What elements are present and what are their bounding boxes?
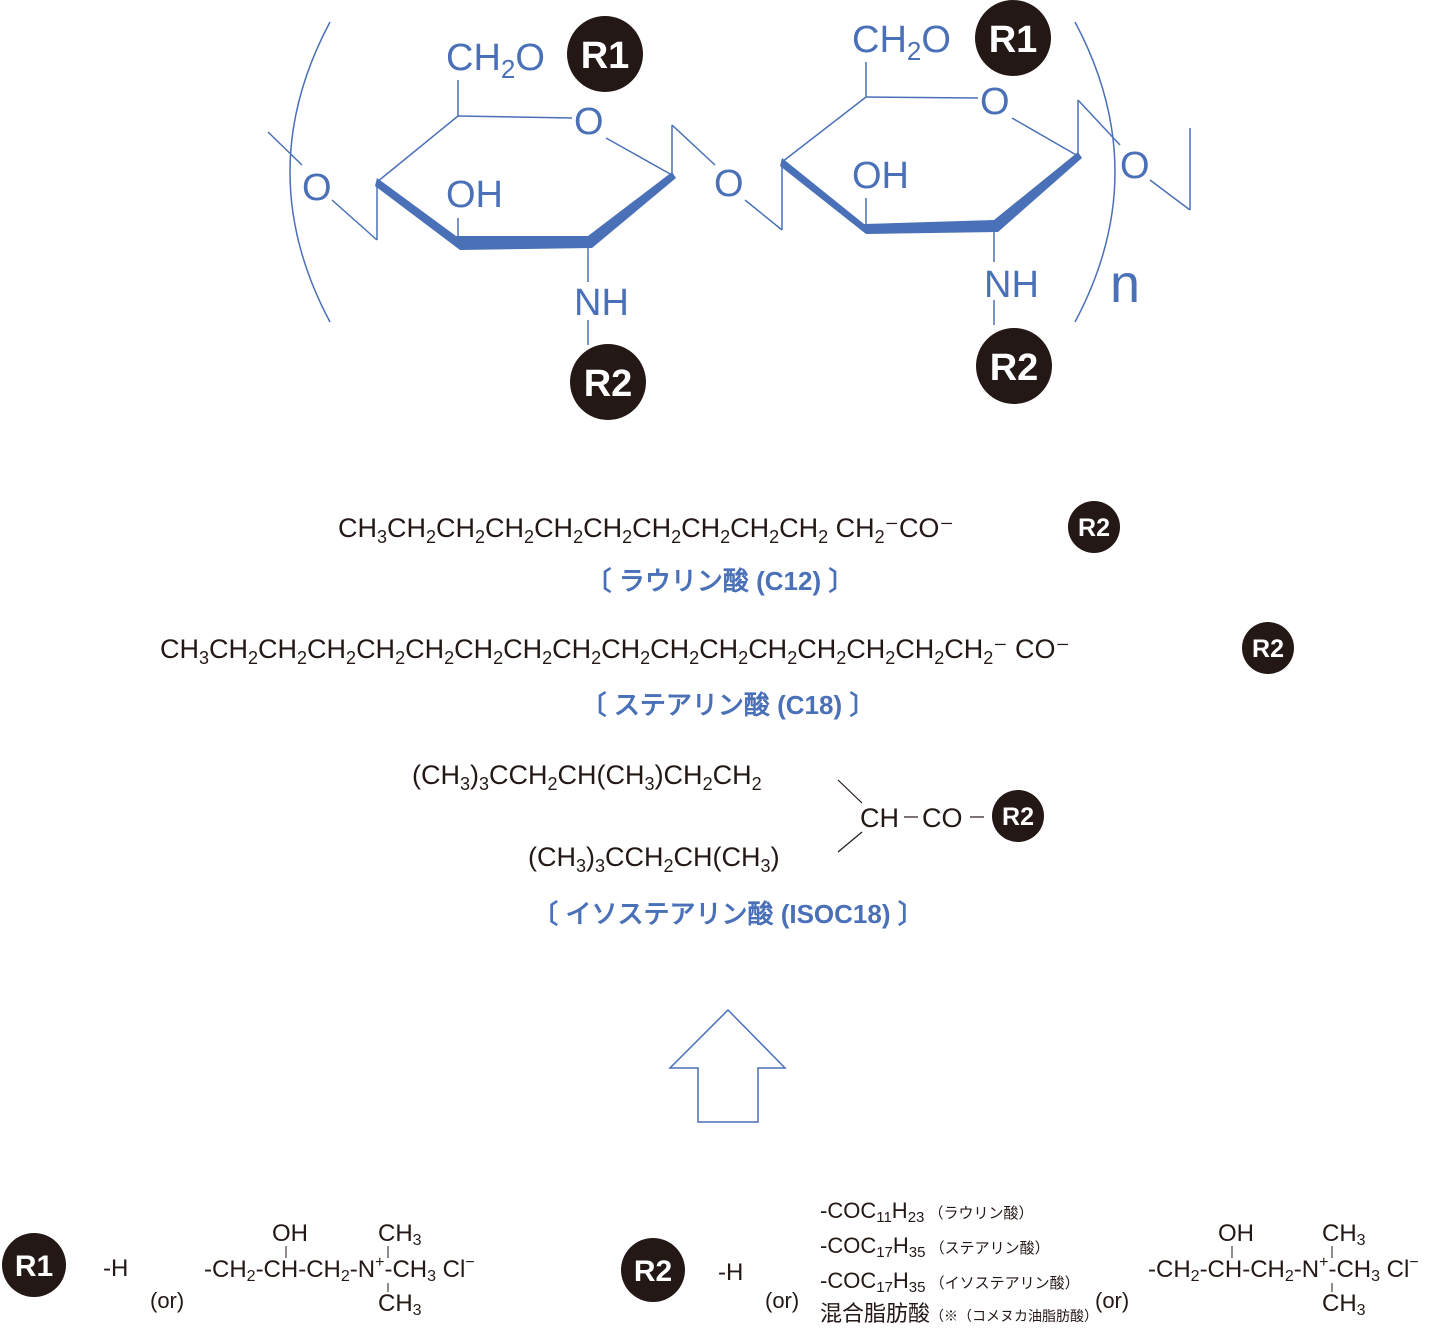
left-amine: NH	[574, 282, 629, 324]
left-parenthesis	[289, 21, 331, 323]
right-parenthesis	[1074, 21, 1116, 323]
isostearic-r2-badge: R2	[992, 790, 1044, 842]
svg-text:R2: R2	[634, 1255, 672, 1288]
r1-ch3-bottom: CH3	[378, 1290, 422, 1319]
left-r1-badge: R1	[567, 16, 643, 92]
r2-option-mixed: 混合脂肪酸（※（コメヌカ油脂肪酸）	[820, 1301, 1098, 1326]
left-r2-badge: R2	[570, 344, 646, 420]
up-arrow	[668, 1008, 787, 1123]
svg-text:R2: R2	[584, 363, 633, 405]
right-ring-bonds	[781, 62, 1191, 325]
r2-oh: OH	[1218, 1220, 1254, 1247]
isostearic-co: CO	[922, 803, 963, 833]
svg-text:R2: R2	[1002, 803, 1034, 831]
isostearic-branch-lower: (CH3)3CCH2CH(CH3)	[528, 842, 780, 876]
svg-text:R2: R2	[990, 347, 1039, 389]
lauric-formula: CH3CH2CH2CH2CH2CH2CH2CH2CH2CH2 CH2⁻CO⁻	[338, 513, 954, 547]
left-ring-bonds	[267, 80, 783, 345]
svg-text:R2: R2	[1078, 514, 1110, 542]
r2-chain-bonds	[1231, 1246, 1333, 1292]
right-r1-badge: R1	[975, 0, 1051, 76]
r2-h-option: -H	[718, 1259, 743, 1286]
r2-option-lauric: -COC11H23 （ラウリン酸）	[820, 1198, 1034, 1226]
r1-quaternary-chain: -CH2-CH-CH2-N+-CH3 Cl−	[204, 1254, 475, 1285]
repeat-unit-brackets	[289, 21, 1116, 323]
svg-text:R1: R1	[989, 19, 1038, 61]
right-r2-badge: R2	[976, 328, 1052, 404]
r2-ch3-top: CH3	[1322, 1220, 1366, 1249]
bridge-oxygen: O	[714, 163, 744, 205]
svg-text:R1: R1	[581, 35, 630, 77]
right-end-oxygen: O	[1120, 145, 1150, 187]
left-ch2o-group: CH2O	[446, 37, 545, 84]
r1-legend-badge: R1	[2, 1233, 66, 1297]
right-amine: NH	[984, 264, 1039, 306]
r2-option-stearic: -COC17H35 （ステアリン酸）	[820, 1233, 1050, 1261]
lauric-label: 〔 ラウリン酸 (C12) 〕	[586, 566, 855, 596]
right-ring-oxygen: O	[980, 81, 1010, 123]
isostearic-label: 〔 イソステアリン酸 (ISOC18) 〕	[532, 899, 923, 929]
r1-chain-bonds	[285, 1246, 389, 1292]
stearic-r2-badge: R2	[1242, 622, 1294, 674]
r1-or: (or)	[150, 1288, 184, 1313]
stearic-formula: CH3CH2CH2CH2CH2CH2CH2CH2CH2CH2CH2CH2CH2C…	[160, 634, 1070, 668]
svg-text:R1: R1	[15, 1250, 53, 1283]
isostearic-branch-bonds	[837, 779, 984, 853]
left-hydroxyl: OH	[446, 174, 503, 216]
lauric-r2-badge: R2	[1068, 501, 1120, 553]
left-link-oxygen: O	[302, 167, 332, 209]
left-ring-bold-front	[375, 172, 676, 250]
stearic-label: 〔 ステアリン酸 (C18) 〕	[581, 690, 876, 720]
isostearic-ch: CH	[860, 803, 899, 833]
isostearic-branch-upper: (CH3)3CCH2CH(CH3)CH2CH2	[412, 760, 762, 794]
r2-or-second: (or)	[1095, 1288, 1129, 1313]
r2-quaternary-chain: -CH2-CH-CH2-N+-CH3 Cl−	[1148, 1254, 1419, 1285]
r2-or-first: (or)	[765, 1288, 799, 1313]
right-hydroxyl: OH	[852, 155, 909, 197]
right-ring-bold-front	[780, 152, 1082, 234]
repeat-index-n: n	[1110, 254, 1140, 314]
r2-ch3-bottom: CH3	[1322, 1290, 1366, 1319]
r2-legend-badge: R2	[621, 1238, 685, 1302]
r1-oh: OH	[272, 1220, 308, 1247]
r1-h-option: -H	[103, 1255, 128, 1282]
svg-text:R2: R2	[1252, 635, 1284, 663]
right-ch2o-group: CH2O	[852, 19, 951, 66]
left-ring-oxygen: O	[574, 101, 604, 143]
r1-ch3-top: CH3	[378, 1220, 422, 1249]
r2-option-isostearic: -COC17H35 （イソステアリン酸）	[820, 1268, 1080, 1296]
